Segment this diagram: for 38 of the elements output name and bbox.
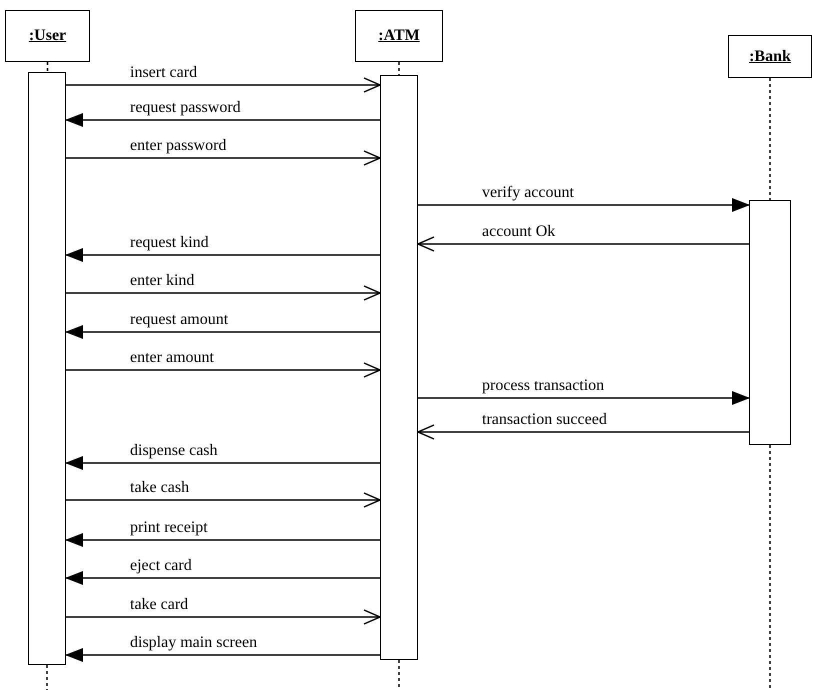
message-arrow bbox=[65, 648, 380, 662]
message-arrow bbox=[418, 391, 750, 405]
edge-label: request password bbox=[128, 99, 243, 117]
activation-bar bbox=[749, 200, 791, 445]
edge-label: verify account bbox=[480, 184, 576, 202]
message-arrow bbox=[65, 571, 380, 585]
message-arrow bbox=[66, 492, 381, 508]
message-arrow bbox=[66, 285, 381, 301]
activation-bar bbox=[28, 72, 66, 665]
lifeline bbox=[46, 62, 48, 72]
message-arrow bbox=[66, 362, 381, 378]
message-arrow bbox=[65, 248, 380, 262]
message-arrow bbox=[65, 456, 380, 470]
message-arrow bbox=[66, 77, 381, 93]
message-arrow bbox=[417, 236, 749, 252]
edge-label: enter password bbox=[128, 137, 228, 155]
edge-label: process transaction bbox=[480, 377, 606, 395]
activation-bar bbox=[380, 75, 418, 660]
lifeline bbox=[46, 665, 48, 690]
edge-label: print receipt bbox=[128, 519, 210, 537]
lifeline bbox=[398, 62, 400, 75]
participant-box: :User bbox=[5, 10, 90, 62]
lifeline bbox=[769, 78, 771, 200]
participant-box: :ATM bbox=[355, 10, 443, 62]
participant-box: :Bank bbox=[728, 35, 812, 78]
message-arrow bbox=[417, 424, 749, 440]
message-arrow bbox=[66, 609, 381, 625]
message-arrow bbox=[65, 113, 380, 127]
message-arrow bbox=[66, 150, 381, 166]
lifeline bbox=[769, 445, 771, 690]
message-arrow bbox=[65, 325, 380, 339]
lifeline bbox=[398, 660, 400, 690]
edge-label: display main screen bbox=[128, 634, 260, 652]
edge-label: eject card bbox=[128, 557, 194, 575]
edge-label: dispense cash bbox=[128, 442, 220, 460]
edge-label: request kind bbox=[128, 234, 211, 252]
message-arrow bbox=[418, 198, 750, 212]
message-arrow bbox=[65, 533, 380, 547]
